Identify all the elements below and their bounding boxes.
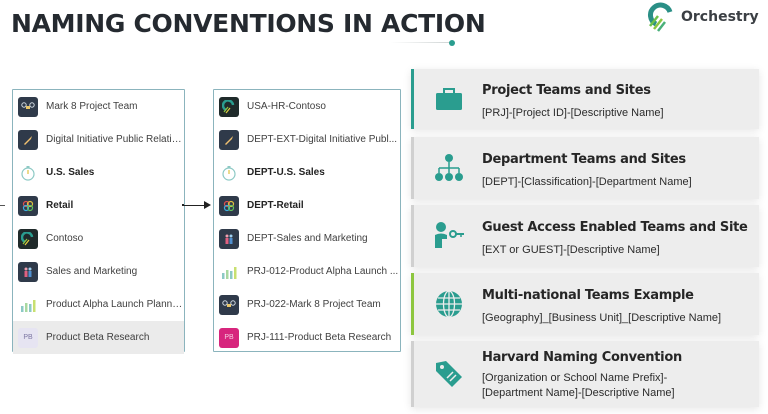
arrow-line xyxy=(183,205,207,206)
list-item[interactable]: PB PRJ-111-Product Beta Research xyxy=(214,321,400,354)
list-item[interactable]: Digital Initiative Public Relations xyxy=(13,123,184,156)
card-multinational-teams: Multi-national Teams Example [Geography]… xyxy=(411,273,759,335)
drone-icon xyxy=(18,96,38,117)
card-guest-access: Guest Access Enabled Teams and Site [EXT… xyxy=(411,205,759,267)
orchestry-logo: Orchestry xyxy=(646,2,759,32)
title-underline xyxy=(390,42,452,43)
arrow-right-icon xyxy=(204,201,211,209)
card-harvard-convention: Harvard Naming Convention [Organization … xyxy=(411,341,759,407)
connector-line xyxy=(0,205,5,206)
orchestry-logo-icon xyxy=(648,2,673,32)
list-item[interactable]: U.S. Sales xyxy=(13,156,184,189)
list-item[interactable]: PRJ-012-Product Alpha Launch ... xyxy=(214,255,400,288)
people-icon xyxy=(219,228,239,249)
list-item[interactable]: Sales and Marketing xyxy=(13,255,184,288)
list-item[interactable]: PRJ-022-Mark 8 Project Team xyxy=(214,288,400,321)
contoso-logo-icon xyxy=(18,228,38,249)
renamed-team-list: USA-HR-Contoso DEPT-EXT-Digital Initiati… xyxy=(213,89,401,352)
list-item[interactable]: DEPT-Retail xyxy=(214,189,400,222)
stopwatch-icon xyxy=(18,163,38,183)
rocket-icon xyxy=(18,129,38,150)
list-item[interactable]: USA-HR-Contoso xyxy=(214,90,400,123)
original-team-list: Mark 8 Project Team Digital Initiative P… xyxy=(12,89,185,354)
list-item[interactable]: DEPT-EXT-Digital Initiative Publ... xyxy=(214,123,400,156)
initials-icon: PB xyxy=(219,327,239,348)
list-item[interactable]: DEPT-U.S. Sales xyxy=(214,156,400,189)
list-item[interactable]: Retail xyxy=(13,189,184,222)
org-chart-icon xyxy=(435,154,463,181)
drone-icon xyxy=(219,294,239,315)
list-item[interactable]: DEPT-Sales and Marketing xyxy=(214,222,400,255)
list-item[interactable]: Product Alpha Launch Planning xyxy=(13,288,184,321)
page-title: NAMING CONVENTIONS IN ACTION xyxy=(11,9,486,38)
list-item[interactable]: Mark 8 Project Team xyxy=(13,90,184,123)
retail-knot-icon xyxy=(219,195,239,216)
card-project-teams: Project Teams and Sites [PRJ]-[Project I… xyxy=(411,69,759,129)
person-key-icon xyxy=(435,222,464,248)
bar-chart-icon xyxy=(219,262,239,282)
logo-text: Orchestry xyxy=(681,9,759,25)
list-item-selected[interactable]: PB Product Beta Research xyxy=(13,321,184,354)
stopwatch-icon xyxy=(219,163,239,183)
people-icon xyxy=(18,261,38,282)
globe-icon xyxy=(436,290,462,318)
retail-knot-icon xyxy=(18,195,38,216)
tag-icon xyxy=(436,361,462,387)
initials-icon: PB xyxy=(18,327,38,348)
card-department-teams: Department Teams and Sites [DEPT]-[Class… xyxy=(411,137,759,199)
bar-chart-icon xyxy=(18,295,38,315)
briefcase-icon xyxy=(436,88,462,110)
title-accent-dot xyxy=(449,40,455,46)
list-item[interactable]: Contoso xyxy=(13,222,184,255)
contoso-logo-icon xyxy=(219,96,239,117)
rocket-icon xyxy=(219,129,239,150)
